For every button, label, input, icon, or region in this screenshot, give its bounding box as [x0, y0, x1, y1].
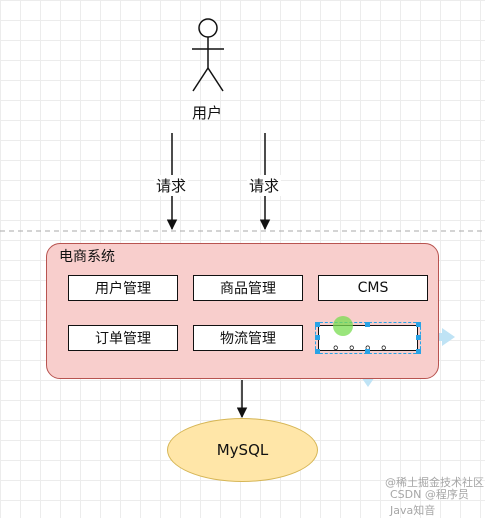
resize-handle-s[interactable]: [365, 349, 370, 354]
resize-handle-e[interactable]: [416, 335, 421, 340]
resize-handle-n[interactable]: [365, 322, 370, 327]
module-product-management[interactable]: 商品管理: [193, 275, 303, 301]
user-actor-icon[interactable]: [192, 18, 224, 92]
request-label-left: 请求: [154, 175, 189, 196]
module-cms[interactable]: CMS: [318, 275, 428, 301]
mysql-database[interactable]: MySQL: [167, 418, 318, 482]
watermark-line-1: @稀土掘金技术社区: [385, 476, 484, 489]
actor-label: 用户: [192, 104, 223, 122]
resize-handle-ne[interactable]: [416, 322, 421, 327]
watermark-line-2: CSDN @程序员Java知音: [390, 488, 469, 517]
resize-handle-sw[interactable]: [315, 349, 320, 354]
resize-handle-se[interactable]: [416, 349, 421, 354]
selected-box-placeholder: 。。。。: [333, 337, 404, 353]
diagram-canvas: [0, 18, 485, 419]
module-logistics-management[interactable]: 物流管理: [193, 325, 303, 351]
request-label-right: 请求: [247, 175, 282, 196]
module-order-management[interactable]: 订单管理: [68, 325, 178, 351]
module-user-management[interactable]: 用户管理: [68, 275, 178, 301]
system-title: 电商系统: [59, 249, 115, 265]
connection-point-indicator[interactable]: [333, 316, 353, 336]
resize-handle-w[interactable]: [315, 335, 320, 340]
resize-handle-nw[interactable]: [315, 322, 320, 327]
ecommerce-system-container[interactable]: [46, 243, 439, 379]
